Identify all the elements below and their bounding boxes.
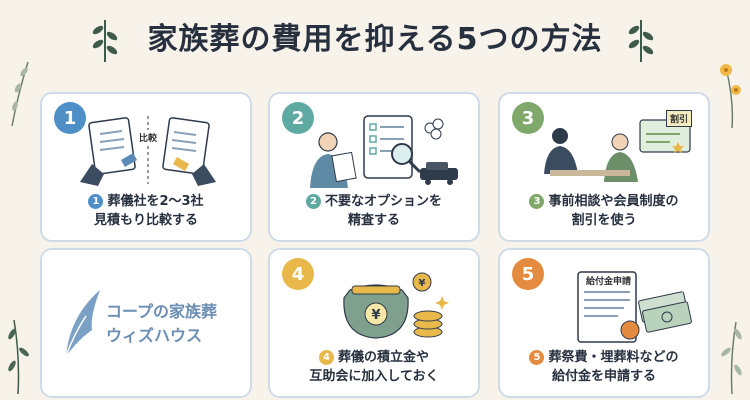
caption-line-1: 不要なオプションを — [324, 194, 442, 209]
caption-line-2: 給付金を申請する — [551, 369, 656, 384]
caption-line-2: 精査する — [347, 213, 400, 228]
discount-tag: 割引 — [666, 110, 693, 127]
checklist-magnifier-icon — [310, 115, 458, 188]
leaf-sprig-icon — [628, 20, 654, 62]
caption-line-1: 葬祭費・埋葬料などの — [548, 350, 679, 365]
benefit-application-icon — [577, 271, 692, 343]
step-number-badge: 3 — [512, 102, 544, 134]
coin-purse-icon: ¥ ¥ — [343, 272, 449, 339]
page-title: 家族葬の費用を抑える5つの方法 — [147, 22, 603, 57]
caption-line-1: 葬儀社を2～3社 — [107, 194, 204, 209]
svg-text:¥: ¥ — [371, 308, 380, 323]
leaf-branch-icon — [11, 61, 29, 127]
step-number-badge: 5 — [512, 258, 544, 290]
leaf-branch-icon — [721, 321, 742, 395]
step-number-badge: 2 — [282, 102, 314, 134]
benefit-form-title: 給付金申請 — [586, 277, 632, 287]
step-number-badge: 4 — [282, 258, 314, 290]
caption-number: 1 — [88, 194, 104, 209]
caption-line-2: 互助会に加入しておく — [309, 369, 439, 384]
consultation-discount-icon — [544, 119, 691, 182]
logo-line-2: ウィズハウス — [106, 326, 203, 345]
leaf-branch-icon — [8, 319, 29, 395]
caption-line-2: 割引を使う — [571, 213, 637, 228]
logo-line-1: コープの家族葬 — [106, 302, 218, 321]
caption-line-1: 葬儀の積立金や — [337, 350, 429, 365]
step-number-badge: 1 — [54, 102, 86, 134]
leaf-sprig-icon — [92, 20, 118, 62]
caption-number: 4 — [318, 350, 334, 365]
feather-logo-icon — [65, 290, 100, 357]
flower-branch-icon — [720, 64, 741, 129]
caption-number: 2 — [305, 194, 321, 209]
caption-line-1: 事前相談や会員制度の — [548, 194, 679, 209]
caption-line-2: 見積もり比較する — [93, 213, 198, 228]
logo-card: コープの家族葬 ウィズハウス — [40, 248, 252, 398]
caption-number: 3 — [529, 194, 545, 209]
svg-text:¥: ¥ — [419, 278, 426, 289]
compare-tag: 比較 — [137, 130, 160, 145]
documents-compare-icon — [80, 116, 216, 186]
caption-number: 5 — [529, 350, 545, 365]
